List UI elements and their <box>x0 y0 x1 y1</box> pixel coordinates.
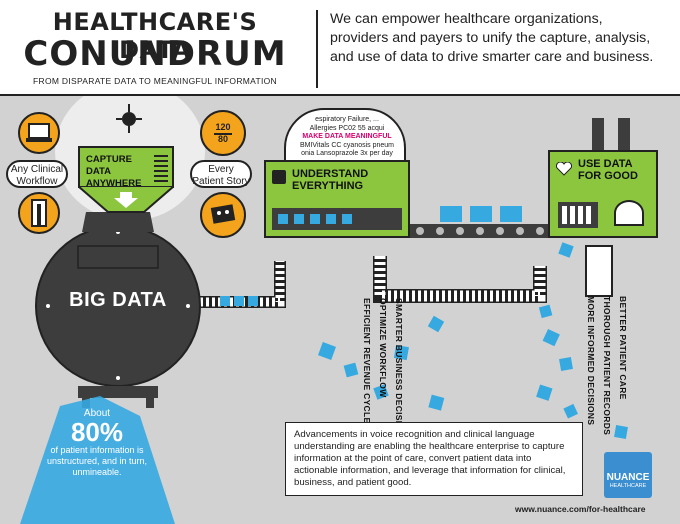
header-divider <box>316 10 318 88</box>
patient-story-icon <box>200 192 246 238</box>
tank-neck <box>82 212 154 232</box>
use-label: USE DATA FOR GOOD <box>578 158 638 182</box>
understand-panel <box>272 208 402 230</box>
care-outcome-label: THOROUGH PATIENT RECORDS <box>602 296 612 436</box>
nuance-logo: NUANCE HEALTHCARE <box>604 452 652 498</box>
data-block-1 <box>440 206 462 222</box>
every-patient-story-bubble: Every Patient Story <box>190 160 252 188</box>
stat-block: About 80% of patient information is unst… <box>38 408 156 478</box>
bp-systolic: 120 <box>215 122 231 132</box>
intro-text: We can empower healthcare organizations,… <box>330 11 654 65</box>
business-outcomes: SMARTER BUSINESS DECISIONS OPTIMIZE WORKF… <box>362 298 404 443</box>
data-block-3 <box>500 206 522 222</box>
business-outcome-label: OPTIMIZE WORKFLOW <box>378 298 388 398</box>
funnel-cone <box>78 186 174 213</box>
understand-dome: espiratory Failure, ...Allergies PC02 55… <box>284 108 406 164</box>
conveyor-rollers <box>416 227 544 235</box>
business-outcome-label: EFFICIENT REVENUE CYCLE <box>362 298 372 424</box>
outflow-pipe-stripes <box>374 256 546 302</box>
care-outcome-label: BETTER PATIENT CARE <box>618 296 628 400</box>
understand-label: UNDERSTAND EVERYTHING <box>292 168 369 192</box>
tank-panel <box>77 245 159 269</box>
medical-text-scroll: espiratory Failure, ...Allergies PC02 55… <box>290 116 404 159</box>
capture-label: CAPTURE DATA ANYWHERE <box>86 154 142 189</box>
data-block-2 <box>470 206 492 222</box>
chimney-2 <box>618 118 630 154</box>
use-data-machine: USE DATA FOR GOOD <box>548 150 658 238</box>
lamp-icon <box>114 104 144 134</box>
care-pipe <box>585 245 613 297</box>
header: HEALTHCARE'S DATA CONUNDRUM FROM DISPARA… <box>0 0 680 95</box>
title-line-1: HEALTHCARE'S DATA <box>52 8 258 64</box>
business-outcome-label: SMARTER BUSINESS DECISIONS <box>394 298 404 443</box>
big-data-label: BIG DATA <box>69 289 167 311</box>
brand-name: NUANCE <box>606 472 650 483</box>
diagram-canvas <box>20 96 628 524</box>
scroll-line: espiratory Failure, ... <box>315 116 379 123</box>
scroll-line: Allergies PC02 55 acqui <box>309 124 385 132</box>
scroll-line: MAKE DATA MEANINGFUL <box>302 133 392 141</box>
any-clinical-workflow-bubble: Any Clinical Workflow <box>6 160 68 188</box>
stat-percent: 80% <box>70 417 124 447</box>
care-outcomes: BETTER PATIENT CARE THOROUGH PATIENT RECO… <box>586 296 628 436</box>
understand-machine: UNDERSTAND EVERYTHING <box>264 160 410 238</box>
advancements-box: Advancements in voice recognition and cl… <box>285 422 583 496</box>
pipe-outline <box>200 261 286 308</box>
funnel-grille <box>154 152 168 182</box>
outflow-pipe-outline <box>373 256 547 303</box>
gauge-icon <box>614 200 644 226</box>
title-line-2: CONUNDRUM <box>23 34 287 74</box>
data-pile <box>20 396 175 524</box>
doctor-icon <box>18 192 60 234</box>
brand-sub: HEALTHCARE <box>609 483 647 489</box>
header-rule <box>0 94 680 96</box>
stat-prefix: About <box>83 408 111 419</box>
tank-base <box>78 386 158 398</box>
scattered-data-squares <box>220 242 628 439</box>
heart-icon <box>556 161 572 176</box>
use-panel <box>558 202 598 228</box>
scroll-line: onia Lansoprazole 3x per day <box>301 150 393 158</box>
chimney-1 <box>592 118 604 154</box>
scroll-line: BMIVitals CC cyanosis pneum <box>299 141 395 149</box>
document-icon <box>272 170 286 184</box>
subtitle: FROM DISPARATE DATA TO MEANINGFUL INFORM… <box>33 76 277 86</box>
footer-url[interactable]: www.nuance.com/for-healthcare <box>515 504 646 514</box>
laptop-icon <box>18 112 60 154</box>
stat-text: of patient information is unstructured, … <box>46 445 148 477</box>
pipe-stripes <box>200 261 285 307</box>
blood-pressure-icon: 120 80 <box>200 110 246 156</box>
capture-funnel: CAPTURE DATA ANYWHERE <box>78 146 174 189</box>
bp-diastolic: 80 <box>217 134 228 144</box>
care-outcome-label: MORE INFORMED DECISIONS <box>586 296 596 426</box>
